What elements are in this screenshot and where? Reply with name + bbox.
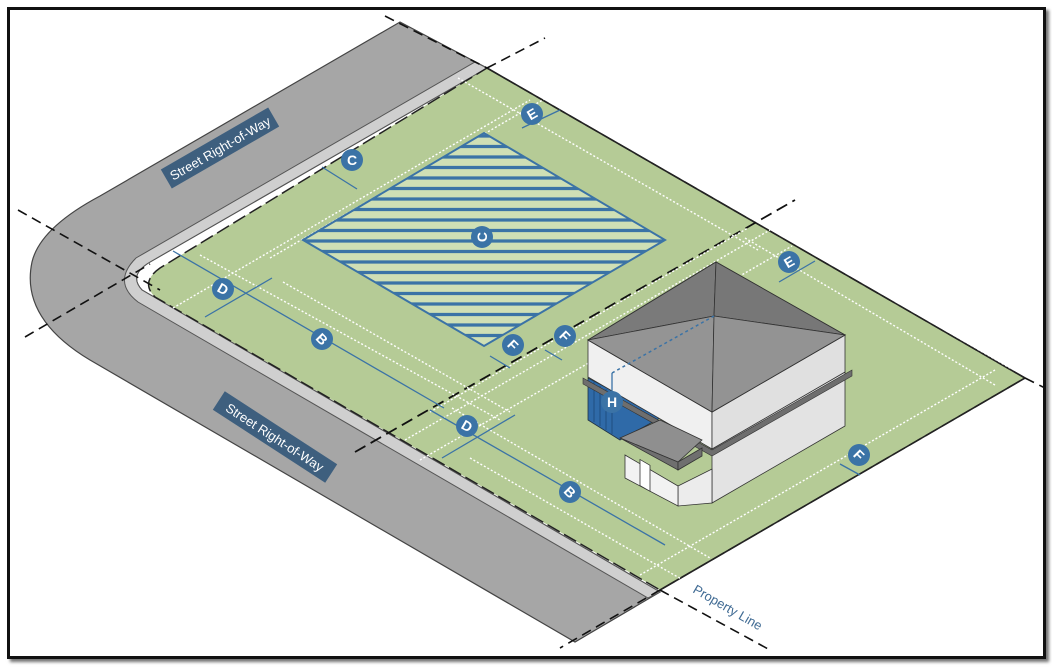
badge-f-mid: F [554,325,576,347]
badge-circle [471,226,493,248]
badge-circle [341,149,363,171]
property-line-extension [24,263,151,338]
property-line-label: Property Line [691,582,765,634]
badge-circle [212,278,234,300]
badge-circle [778,251,800,273]
badge-circle [521,103,543,125]
badge-circle [554,325,576,347]
badge-e-right: E [778,251,800,273]
badge-c-buildable: C [471,226,493,248]
badge-circle [559,481,581,503]
property-line-extension [559,589,661,649]
badge-letter: C [474,232,490,242]
property-line-extension [1024,377,1046,389]
lot-lawn [147,67,1027,591]
badge-circle [848,444,870,466]
badge-letter: C [347,152,357,168]
property-line-side [659,377,1026,591]
badge-h-height: H [601,391,623,413]
lot-division-line [354,199,796,453]
badge-d-left: D [212,278,234,300]
dimension-lines [172,109,861,546]
sidewalk [124,61,662,599]
badge-circle [456,415,478,437]
door [639,458,651,492]
house [582,261,853,507]
property-line-extension [486,37,546,69]
badge-e-left: E [521,103,543,125]
badge-b-right: B [559,481,581,503]
setback-lines-lot-1 [172,77,759,421]
badge-b-left: B [311,328,333,350]
badge-circle [601,391,623,413]
badge-f-right: F [848,444,870,466]
badge-circle [502,334,524,356]
badge-c-front: C [341,149,363,171]
badge-f-left: F [502,334,524,356]
badge-circle [311,328,333,350]
badge-d-mid: D [456,415,478,437]
property-line-extension [17,209,161,291]
badge-letter: H [607,394,617,410]
property-line-extension [659,589,771,651]
property-line-extension [384,15,488,69]
